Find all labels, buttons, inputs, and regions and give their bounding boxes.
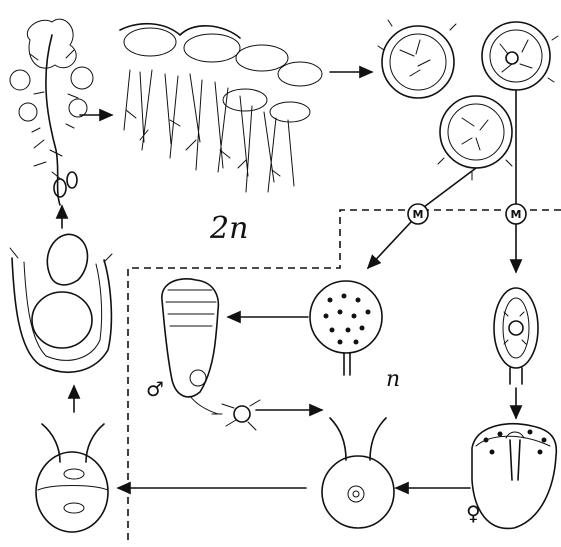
meiosis-label-right: M — [511, 208, 522, 221]
ploidy-boundary-line — [128, 210, 561, 545]
haploid-label: n — [386, 367, 400, 392]
arrow-meiosis-to-microsporangium — [368, 222, 411, 268]
male-gametophyte-illustration — [162, 279, 260, 430]
microsporangium-illustration — [310, 281, 382, 375]
young-sporophyte-illustration — [10, 234, 112, 372]
zygote-embryo-illustration — [36, 424, 108, 532]
sporocarp-cluster-illustration — [378, 20, 558, 180]
meiosis-marker-left: M — [408, 204, 428, 224]
meiosis-marker-right: M — [506, 204, 526, 224]
male-symbol: ♂ — [146, 377, 164, 401]
archegonium-egg-illustration — [322, 418, 394, 528]
megasporangium-illustration — [494, 288, 538, 384]
floating-plant-illustration — [120, 24, 322, 192]
sporophyte-branch-illustration — [10, 19, 93, 205]
female-symbol: ♀ — [466, 501, 481, 525]
arrow-sporocarp-to-meiosis-left — [424, 168, 476, 207]
meiosis-label-left: M — [413, 208, 424, 221]
diploid-label: 2n — [209, 211, 248, 246]
female-gametophyte-illustration — [472, 424, 556, 529]
